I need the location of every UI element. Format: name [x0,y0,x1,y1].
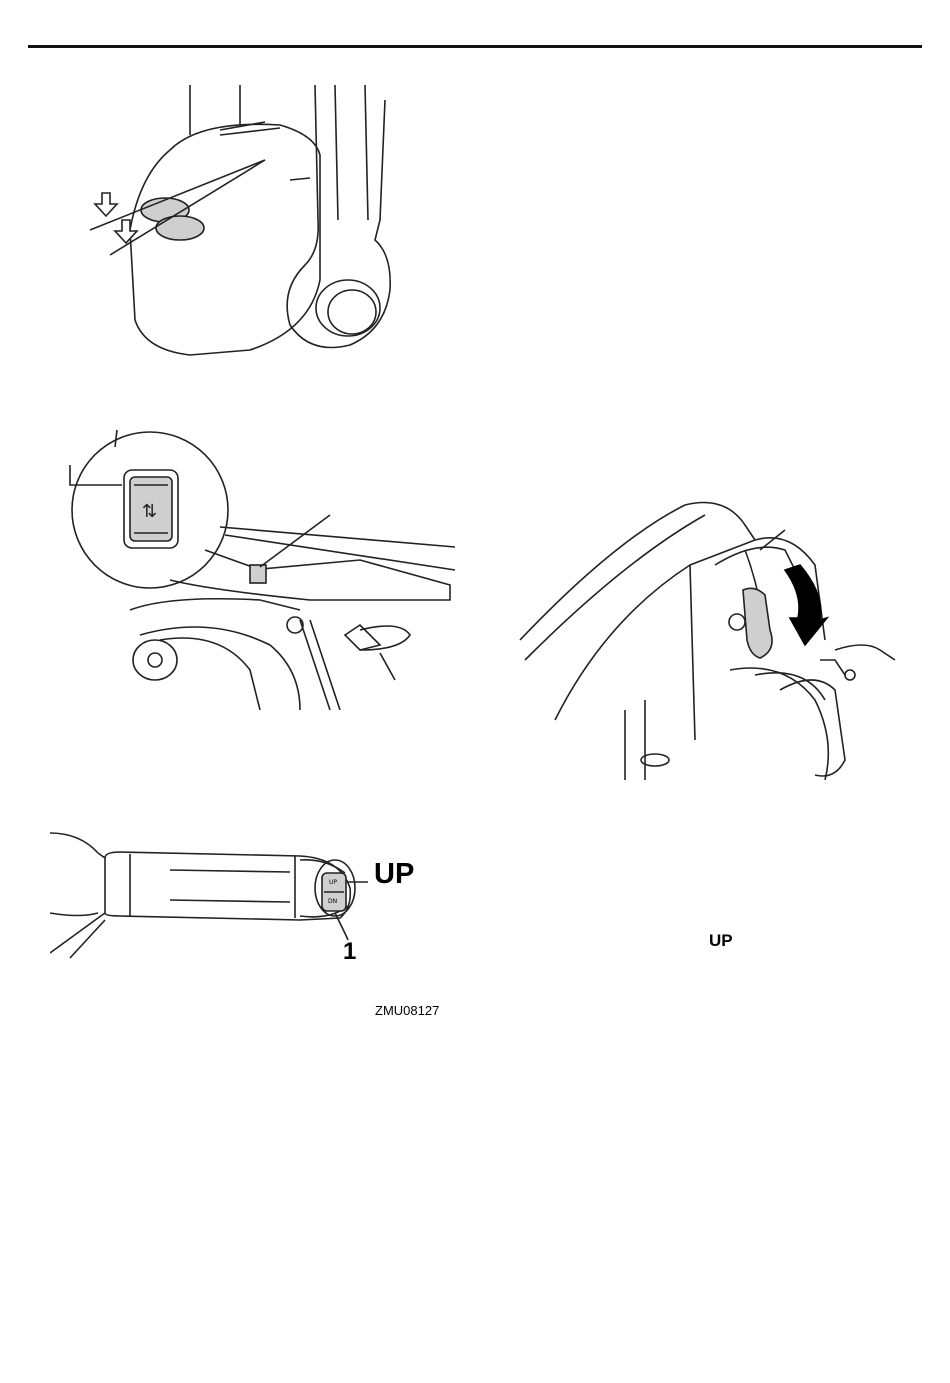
grip-switch-illustration: UP DN [50,828,370,963]
trim-switch-inset-illustration: ⇅ [60,425,465,710]
tiller-buttons-illustration [80,80,420,365]
svg-text:⇅: ⇅ [142,501,157,522]
tilt-lever-illustration [515,500,905,780]
figure-code: ZMU08127 [375,1004,439,1017]
up-callout-label: UP [374,860,414,889]
header-rule [28,45,922,48]
up-text-label: UP [709,932,733,949]
callout-number-1: 1 [343,940,356,964]
switch-up-text: UP [329,879,337,886]
switch-dn-text: DN [328,898,337,905]
